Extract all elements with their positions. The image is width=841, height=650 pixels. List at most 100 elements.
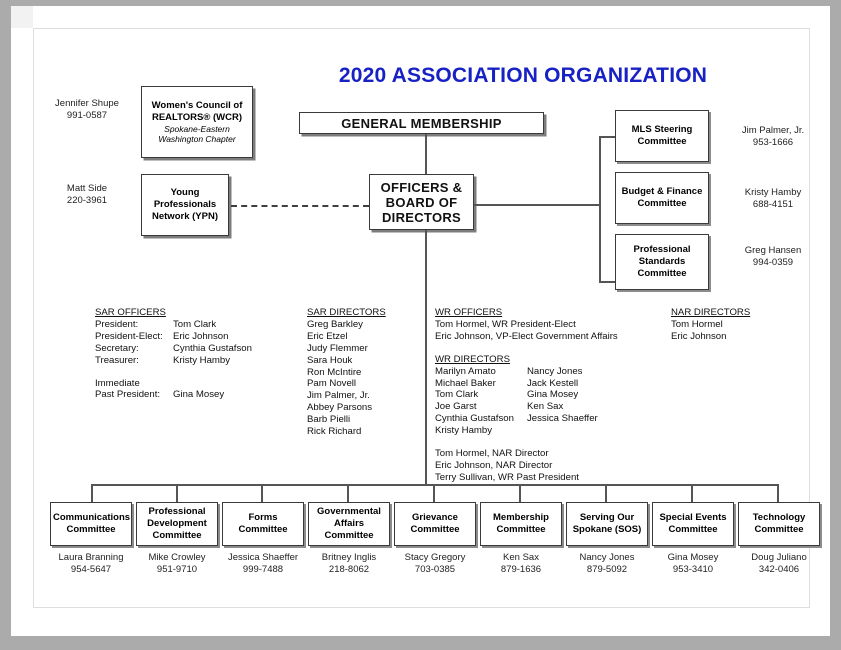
- sar-officers-past-president-row: Past President:Gina Mosey: [95, 389, 305, 401]
- membership-contact: Ken Sax 879-1636: [469, 552, 573, 576]
- ypn-contact-phone: 220-3961: [66, 195, 108, 206]
- grievance-contact: Stacy Gregory 703-0385: [383, 552, 487, 576]
- node-womens-council-of-realtors[interactable]: Women's Council of REALTORS® (WCR) Spoka…: [141, 86, 253, 158]
- sar-officers-heading: SAR OFFICERS: [95, 307, 166, 318]
- ypn-contact-name: Matt Side: [66, 183, 108, 194]
- professional-standards-contact: Greg Hansen 994-0359: [721, 245, 825, 269]
- wr-directors-column-left: Marilyn Amato Michael Baker Tom Clark Jo…: [435, 366, 527, 437]
- technology-label: Technology Committee: [752, 512, 806, 535]
- governmental-affairs-label: Governmental Affairs Committee: [317, 506, 381, 541]
- sar-past-president-label: Past President:: [95, 389, 161, 401]
- node-grievance-committee[interactable]: Grievance Committee: [394, 502, 476, 546]
- grievance-contact-name: Stacy Gregory: [404, 552, 466, 563]
- node-technology-committee[interactable]: Technology Committee: [738, 502, 820, 546]
- membership-contact-name: Ken Sax: [503, 552, 539, 563]
- connector-ypn-to-officers: [231, 205, 369, 207]
- governmental-affairs-contact: Britney Inglis 218-8062: [297, 552, 401, 576]
- wr-footer-line: Tom Hormel, NAR Director: [435, 448, 549, 460]
- node-budget-finance-committee[interactable]: Budget & Finance Committee: [615, 172, 709, 224]
- wr-director-name: Gina Mosey: [527, 389, 579, 401]
- nar-director-name: Eric Johnson: [671, 330, 727, 342]
- wr-director-name: Ken Sax: [527, 401, 564, 413]
- wr-block: WR OFFICERS Tom Hormel, WR President-Ele…: [435, 307, 670, 484]
- special-events-contact: Gina Mosey 953-3410: [641, 552, 745, 576]
- membership-contact-phone: 879-1636: [500, 564, 542, 575]
- sos-contact: Nancy Jones 879-5092: [555, 552, 659, 576]
- wr-director-name: Jessica Shaeffer: [527, 413, 598, 425]
- sar-director-name: Barb Pielli: [307, 414, 351, 426]
- wr-director-name: Kristy Hamby: [435, 425, 493, 437]
- wr-footer-line: Eric Johnson, NAR Director: [435, 459, 553, 471]
- professional-development-label: Professional Development Committee: [147, 506, 207, 541]
- grievance-contact-phone: 703-0385: [414, 564, 456, 575]
- drop-professional-development: [176, 484, 178, 502]
- communications-contact-name: Laura Branning: [58, 552, 124, 563]
- sar-officer-person: Tom Clark: [173, 318, 217, 330]
- forms-label: Forms Committee: [238, 512, 288, 535]
- sar-director-name: Judy Flemmer: [307, 342, 368, 354]
- budget-finance-contact-phone: 688-4151: [752, 199, 794, 210]
- wcr-contact-name: Jennifer Shupe: [55, 98, 119, 109]
- node-professional-standards-committee[interactable]: Professional Standards Committee: [615, 234, 709, 290]
- connector-trunk-to-mls: [599, 136, 615, 138]
- general-membership-label: GENERAL MEMBERSHIP: [341, 115, 502, 131]
- wr-director-name: Joe Garst: [435, 401, 477, 413]
- nar-directors-heading: NAR DIRECTORS: [671, 307, 751, 318]
- special-events-label: Special Events Committee: [659, 512, 727, 535]
- officers-board-label: OFFICERS & BOARD OF DIRECTORS: [380, 179, 463, 225]
- node-communications-committee[interactable]: Communications Committee: [50, 502, 132, 546]
- page-title: 2020 ASSOCIATION ORGANIZATION: [338, 64, 708, 87]
- sar-officer-role: Treasurer:: [95, 354, 139, 366]
- ypn-title: Young Professionals Network (YPN): [152, 187, 218, 222]
- node-membership-committee[interactable]: Membership Committee: [480, 502, 562, 546]
- node-forms-committee[interactable]: Forms Committee: [222, 502, 304, 546]
- sos-contact-phone: 879-5092: [586, 564, 628, 575]
- sar-officer-role: President:: [95, 318, 139, 330]
- mls-steering-label: MLS Steering Committee: [631, 124, 693, 147]
- drop-sos: [605, 484, 607, 502]
- grievance-label: Grievance Committee: [410, 512, 460, 535]
- wcr-subtitle: Spokane-Eastern Washington Chapter: [158, 123, 236, 145]
- drop-forms: [261, 484, 263, 502]
- special-events-contact-phone: 953-3410: [672, 564, 714, 575]
- sar-officers-row: President-Elect:Eric Johnson: [95, 331, 305, 343]
- wr-director-name: Jack Kestell: [527, 377, 579, 389]
- governmental-affairs-contact-name: Britney Inglis: [321, 552, 377, 563]
- forms-contact: Jessica Shaeffer 999-7488: [211, 552, 315, 576]
- node-professional-development-committee[interactable]: Professional Development Committee: [136, 502, 218, 546]
- sar-director-name: Eric Etzel: [307, 330, 348, 342]
- sar-officers-immediate-label: Immediate: [95, 377, 140, 389]
- professional-standards-contact-phone: 994-0359: [752, 257, 794, 268]
- communications-contact: Laura Branning 954-5647: [39, 552, 143, 576]
- sos-label: Serving Our Spokane (SOS): [572, 512, 642, 535]
- budget-finance-contact-name: Kristy Hamby: [744, 187, 802, 198]
- node-special-events-committee[interactable]: Special Events Committee: [652, 502, 734, 546]
- sar-director-name: Greg Barkley: [307, 318, 363, 330]
- wcr-contact: Jennifer Shupe 991-0587: [41, 98, 133, 122]
- connector-membership-to-officers: [425, 134, 427, 174]
- budget-finance-label: Budget & Finance Committee: [621, 186, 703, 209]
- technology-contact-phone: 342-0406: [758, 564, 800, 575]
- technology-contact-name: Doug Juliano: [751, 552, 807, 563]
- special-events-contact-name: Gina Mosey: [667, 552, 719, 563]
- connector-officers-to-bottom-bus: [425, 230, 427, 484]
- drop-governmental-affairs: [347, 484, 349, 502]
- mls-steering-contact: Jim Palmer, Jr. 953-1666: [721, 125, 825, 149]
- wr-directors-column-right: Nancy Jones Jack Kestell Gina Mosey Ken …: [527, 366, 670, 437]
- wcr-contact-phone: 991-0587: [66, 110, 108, 121]
- node-serving-our-spokane-committee[interactable]: Serving Our Spokane (SOS): [566, 502, 648, 546]
- node-young-professionals-network[interactable]: Young Professionals Network (YPN): [141, 174, 229, 236]
- wr-footer-line: Terry Sullivan, WR Past President: [435, 471, 579, 483]
- node-mls-steering-committee[interactable]: MLS Steering Committee: [615, 110, 709, 162]
- professional-development-contact-name: Mike Crowley: [148, 552, 206, 563]
- communications-contact-phone: 954-5647: [70, 564, 112, 575]
- drop-special-events: [691, 484, 693, 502]
- sar-officers-row: Treasurer:Kristy Hamby: [95, 355, 305, 367]
- node-officers-board-of-directors[interactable]: OFFICERS & BOARD OF DIRECTORS: [369, 174, 474, 230]
- node-governmental-affairs-committee[interactable]: Governmental Affairs Committee: [308, 502, 390, 546]
- node-general-membership[interactable]: GENERAL MEMBERSHIP: [299, 112, 544, 134]
- governmental-affairs-contact-phone: 218-8062: [328, 564, 370, 575]
- wr-director-name: Marilyn Amato: [435, 365, 496, 377]
- sar-directors-block: SAR DIRECTORS Greg Barkley Eric Etzel Ju…: [307, 307, 417, 438]
